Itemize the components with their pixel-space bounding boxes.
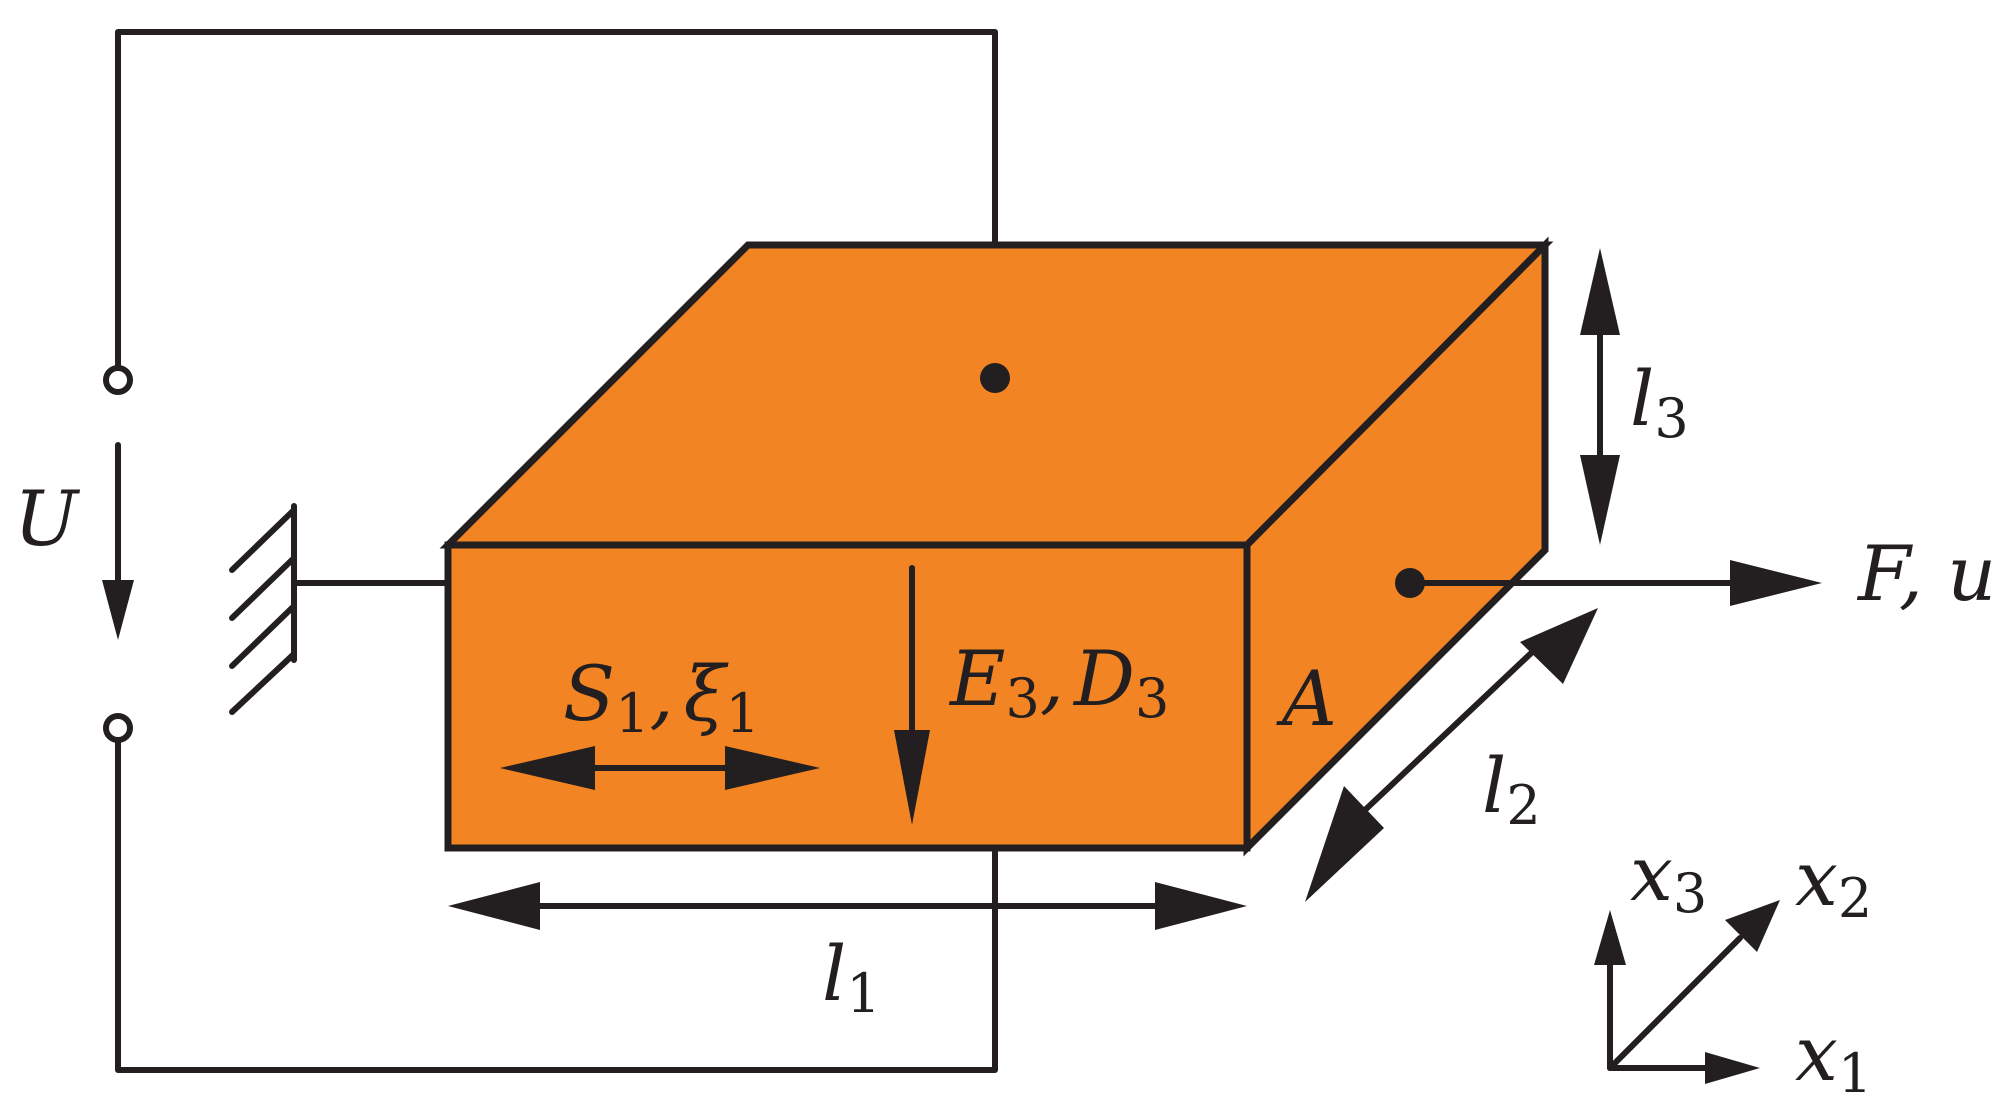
e3-d3-label: E3,D3 [948, 634, 1169, 730]
force-displacement-label: F, u [1856, 529, 1996, 618]
l2-label: l2 [1482, 741, 1541, 837]
voltage-arrow-head [102, 580, 134, 640]
s1-xi1-label: S1,ξ1 [563, 649, 760, 745]
x2-axis-label: x2 [1795, 834, 1872, 930]
circuit-wires [102, 29, 998, 1073]
upper-terminal-icon [103, 365, 133, 395]
x3-axis-label: x3 [1630, 829, 1707, 925]
l3-label: l3 [1630, 354, 1689, 450]
force-arrow [1407, 560, 1822, 606]
bottom-wire [115, 739, 998, 1073]
e3-d3-arrow [894, 565, 930, 825]
top-contact-icon [980, 363, 1010, 393]
area-label: A [1276, 654, 1337, 743]
wall-clamp-icon [229, 503, 451, 715]
l1-label: l1 [822, 929, 881, 1025]
l2-dimension-arrow [1305, 608, 1598, 902]
l1-dimension-arrow [448, 882, 1247, 930]
piezo-block [439, 236, 1554, 857]
voltage-label: U [14, 474, 81, 563]
x2-axis [1607, 935, 1743, 1071]
coordinate-axes [1594, 900, 1780, 1084]
top-wire [115, 29, 998, 381]
x1-axis-label: x1 [1795, 1009, 1872, 1105]
l3-dimension-arrow [1580, 248, 1620, 545]
s1-xi1-arrow [500, 746, 820, 790]
block-front-face [444, 541, 1251, 852]
lower-terminal-icon [103, 713, 133, 743]
